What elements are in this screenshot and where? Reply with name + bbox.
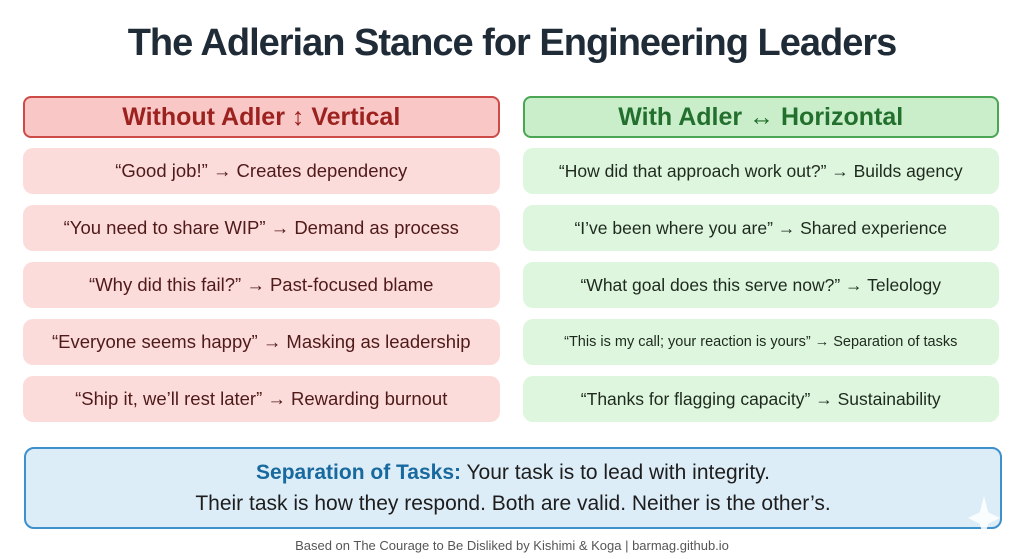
table-row: “Ship it, we’ll rest later” → Rewarding … (23, 376, 500, 422)
with-adler-column: With Adler ↔ Horizontal “How did that ap… (522, 96, 999, 433)
table-row: “Thanks for flagging capacity” → Sustain… (522, 376, 999, 422)
separation-of-tasks-callout: Separation of Tasks: Your task is to lea… (24, 447, 1002, 529)
table-row: “Good job!” → Creates dependency (23, 148, 500, 194)
callout-line-1: Separation of Tasks: Your task is to lea… (256, 457, 770, 488)
callout-line-1-text: Your task is to lead with integrity. (461, 461, 770, 484)
table-row: “You need to share WIP” → Demand as proc… (23, 205, 500, 251)
table-row: “I’ve been where you are” → Shared exper… (522, 205, 999, 251)
page-title: The Adlerian Stance for Engineering Lead… (127, 22, 898, 64)
comparison-grid: Without Adler ↕ Vertical “Good job!” → C… (23, 96, 999, 433)
table-row: “What goal does this serve now?” → Teleo… (522, 262, 999, 308)
attribution-text: Based on The Courage to Be Disliked by K… (295, 538, 729, 553)
table-row: “How did that approach work out?” → Buil… (522, 148, 999, 194)
without-adler-column-header: Without Adler ↕ Vertical (23, 96, 500, 138)
table-row: “Everyone seems happy” → Masking as lead… (23, 319, 500, 365)
with-adler-column-header: With Adler ↔ Horizontal (522, 96, 999, 138)
without-adler-column: Without Adler ↕ Vertical “Good job!” → C… (23, 96, 500, 433)
table-row: “This is my call; your reaction is yours… (522, 319, 999, 365)
callout-line-2: Their task is how they respond. Both are… (195, 492, 831, 515)
table-row: “Why did this fail?” → Past-focused blam… (23, 262, 500, 308)
callout-label: Separation of Tasks: (256, 461, 462, 484)
